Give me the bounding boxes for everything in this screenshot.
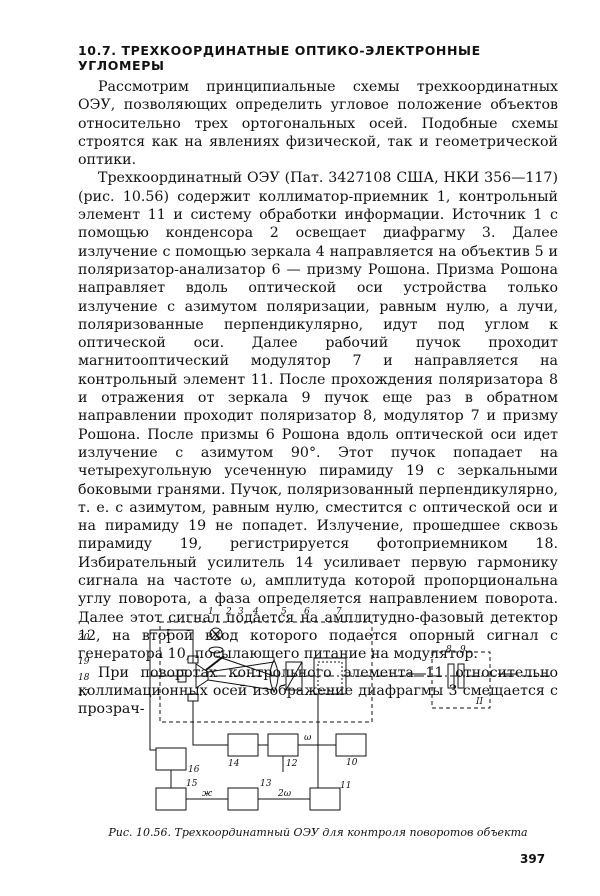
label-19: 19 bbox=[78, 657, 90, 667]
label-14: 14 bbox=[228, 759, 240, 769]
modulator bbox=[313, 657, 347, 695]
block-13 bbox=[227, 787, 259, 811]
figure-caption: Рис. 10.56. Трехкоординатный ОЭУ для кон… bbox=[108, 826, 528, 839]
body-text: Рассмотрим принципиальные схемы трехкоор… bbox=[78, 78, 558, 718]
rochon-prism bbox=[285, 661, 303, 691]
label-5: 5 bbox=[281, 607, 287, 617]
page-number: 397 bbox=[520, 852, 546, 866]
label-roman-2: II bbox=[475, 697, 484, 707]
section-heading: 10.7. ТРЕХКООРДИНАТНЫЕ ОПТИКО-ЭЛЕКТРОННЫ… bbox=[78, 43, 481, 73]
label-8: 8 bbox=[446, 645, 452, 655]
label-4: 4 bbox=[252, 607, 259, 617]
light-source bbox=[209, 627, 223, 641]
label-9: 9 bbox=[460, 645, 466, 655]
label-12: 12 bbox=[286, 759, 298, 769]
label-15: 15 bbox=[186, 779, 198, 789]
label-2: 2 bbox=[225, 607, 232, 617]
block-12 bbox=[267, 733, 299, 757]
label-18: 18 bbox=[78, 673, 90, 683]
label-two-omega: 2ω bbox=[277, 789, 292, 799]
condenser bbox=[208, 646, 224, 654]
paragraph: Трехкоординатный ОЭУ (Пат. 3427108 США, … bbox=[78, 170, 558, 663]
label-7: 7 bbox=[336, 607, 342, 617]
block-16 bbox=[155, 747, 187, 771]
label-16: 16 bbox=[188, 765, 200, 775]
block-15 bbox=[155, 787, 187, 811]
label-roman-1: I bbox=[165, 629, 170, 639]
label-10: 10 bbox=[346, 758, 358, 768]
label-17: 17 bbox=[78, 689, 90, 699]
block-14 bbox=[227, 733, 259, 757]
label-11: 11 bbox=[340, 781, 351, 791]
paragraph: Рассмотрим принципиальные схемы трехкоор… bbox=[78, 79, 558, 169]
mirror bbox=[205, 655, 225, 671]
collimator-housing bbox=[159, 621, 373, 723]
label-omega: ω bbox=[304, 733, 312, 743]
figure-diagram: 1 2 3 4 5 6 7 8 9 10 11 12 13 14 15 16 1… bbox=[78, 607, 550, 811]
reflector bbox=[457, 663, 465, 689]
control-element-housing bbox=[431, 651, 491, 709]
block-11 bbox=[309, 787, 341, 811]
polarizer bbox=[447, 663, 455, 689]
block-10 bbox=[335, 733, 367, 757]
label-3: 3 bbox=[238, 607, 244, 617]
label-6: 6 bbox=[304, 607, 310, 617]
objective-lens bbox=[269, 658, 279, 694]
label-13: 13 bbox=[260, 779, 272, 789]
label-20: 20 bbox=[78, 633, 90, 643]
label-zh: ж bbox=[202, 789, 213, 799]
label-1: 1 bbox=[208, 607, 214, 617]
